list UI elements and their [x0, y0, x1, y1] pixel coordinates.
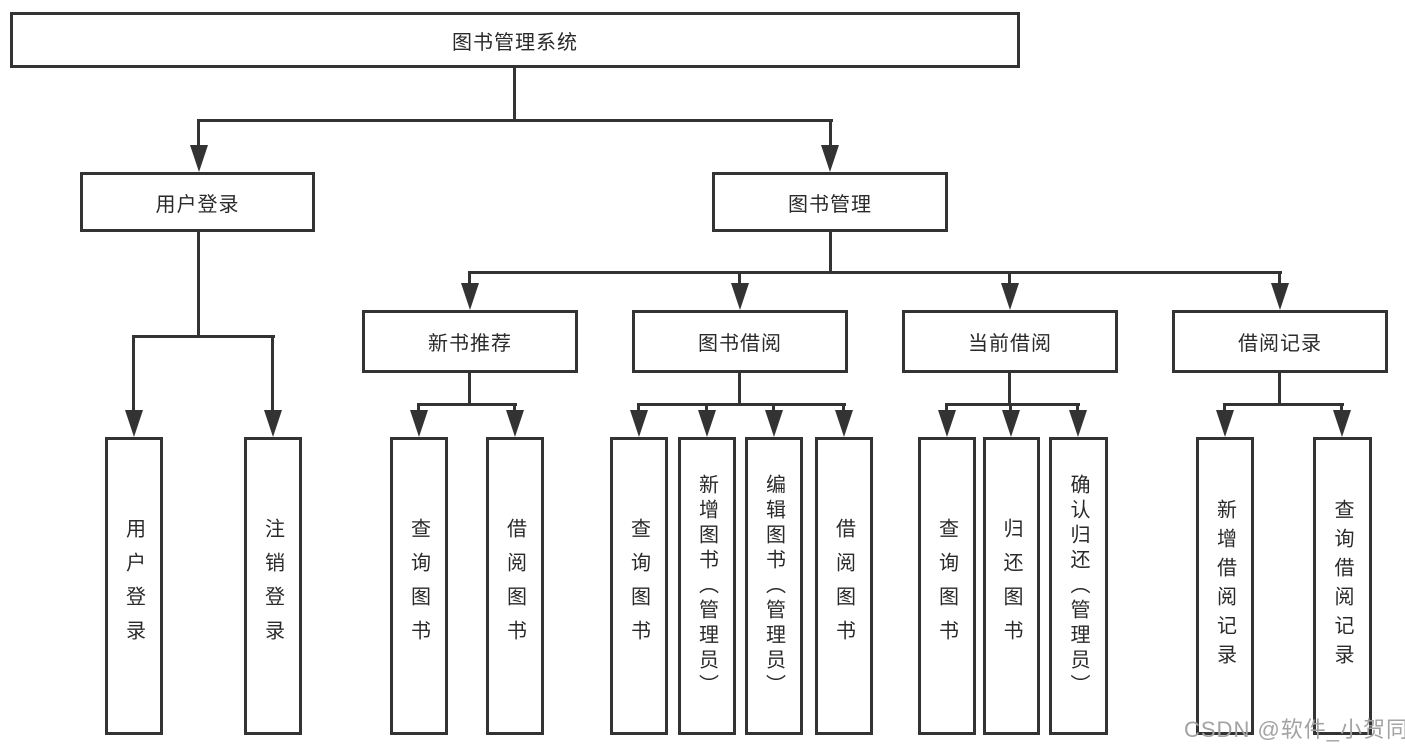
csdn-watermark: CSDN @软件_小贺同学	[1184, 717, 1405, 742]
connector-book-mgmt-drop	[829, 119, 832, 148]
arrowhead-down-icon	[190, 145, 208, 172]
connector-drop	[132, 335, 135, 413]
leaf-add-books-admin: 新增图书（管理员）	[678, 437, 736, 735]
leaf-label: 确认归还（管理员）	[1067, 473, 1089, 699]
connector-drop	[1278, 271, 1281, 285]
connector-stem	[1278, 371, 1281, 406]
node-book-borrow-label: 图书借阅	[698, 333, 782, 355]
node-borrow-records: 借阅记录	[1172, 310, 1388, 373]
node-new-book-rec-label: 新书推荐	[428, 333, 512, 355]
connector-drop	[417, 403, 420, 413]
connector-drop	[705, 403, 708, 413]
arrowhead-down-icon	[1002, 410, 1020, 437]
connector-drop	[1223, 403, 1226, 413]
connector-drop	[1008, 271, 1011, 285]
connector-stem	[738, 371, 741, 406]
leaf-logout: 注销登录	[244, 437, 302, 735]
connector-drop	[945, 403, 948, 413]
connector-drop	[1340, 403, 1343, 413]
connector-drop	[637, 403, 640, 413]
leaf-confirm-return-admin: 确认归还（管理员）	[1049, 437, 1108, 735]
node-book-mgmt: 图书管理	[712, 172, 948, 232]
leaf-label: 查询图书	[627, 518, 650, 654]
leaf-query-books: 查询图书	[610, 437, 668, 735]
node-root-label: 图书管理系统	[452, 31, 578, 54]
node-user-login-label: 用户登录	[155, 193, 240, 216]
leaf-label: 编辑图书（管理员）	[762, 473, 785, 699]
connector-drop	[772, 403, 775, 413]
arrowhead-down-icon	[461, 283, 479, 310]
leaf-borrow-books-rec: 借阅图书	[486, 437, 544, 735]
arrowhead-down-icon	[630, 410, 648, 437]
leaf-label: 注销登录	[261, 518, 284, 654]
arrowhead-down-icon	[765, 410, 783, 437]
leaf-label: 查询图书	[935, 518, 958, 654]
arrowhead-down-icon	[731, 283, 749, 310]
arrowhead-down-icon	[264, 410, 282, 437]
arrowhead-down-icon	[835, 410, 853, 437]
arrowhead-down-icon	[1216, 410, 1234, 437]
arrowhead-down-icon	[506, 410, 524, 437]
leaf-return-books: 归还图书	[983, 437, 1040, 735]
connector-rail	[417, 403, 517, 406]
node-new-book-rec: 新书推荐	[362, 310, 578, 373]
leaf-label: 借阅图书	[832, 518, 855, 654]
leaf-label: 归还图书	[1000, 518, 1022, 654]
connector-user-login-stem	[197, 232, 200, 338]
leaf-add-borrow-record: 新增借阅记录	[1196, 437, 1254, 735]
leaf-query-books-rec: 查询图书	[390, 437, 448, 735]
connector-drop	[468, 271, 471, 285]
node-book-mgmt-label: 图书管理	[788, 193, 872, 216]
leaf-query-books-current: 查询图书	[918, 437, 976, 735]
arrowhead-down-icon	[1333, 410, 1351, 437]
connector-root-stem	[513, 67, 516, 122]
leaf-label: 新增图书（管理员）	[695, 473, 718, 699]
connector-drop	[1009, 403, 1012, 413]
leaf-label: 借阅图书	[503, 518, 526, 654]
leaf-query-borrow-record: 查询借阅记录	[1313, 437, 1372, 735]
connector-book-mgmt-stem	[829, 232, 832, 274]
connector-drop	[1076, 403, 1079, 413]
connector-drop	[842, 403, 845, 413]
leaf-label: 查询借阅记录	[1331, 499, 1353, 673]
node-current-borrow-label: 当前借阅	[968, 333, 1052, 355]
node-user-login: 用户登录	[80, 172, 315, 232]
arrowhead-down-icon	[1001, 283, 1019, 310]
leaf-label: 新增借阅记录	[1213, 499, 1236, 673]
leaf-user-login: 用户登录	[105, 437, 163, 735]
connector-drop	[738, 271, 741, 285]
node-book-borrow: 图书借阅	[632, 310, 848, 373]
connector-rail	[1223, 403, 1344, 406]
connector-stem	[1008, 371, 1011, 406]
connector-drop	[513, 403, 516, 413]
connector-level3-rail	[468, 271, 1282, 274]
node-borrow-records-label: 借阅记录	[1238, 333, 1322, 355]
leaf-borrow-books: 借阅图书	[815, 437, 873, 735]
connector-rail	[637, 403, 846, 406]
node-root: 图书管理系统	[10, 12, 1020, 68]
arrowhead-down-icon	[938, 410, 956, 437]
leaf-label: 查询图书	[407, 518, 430, 654]
connector-user-login-drop	[197, 119, 200, 148]
connector-rail	[945, 403, 1080, 406]
node-current-borrow: 当前借阅	[902, 310, 1118, 373]
arrowhead-down-icon	[1069, 410, 1087, 437]
arrowhead-down-icon	[821, 145, 839, 172]
arrowhead-down-icon	[410, 410, 428, 437]
connector-level2-rail	[197, 119, 833, 122]
connector-user-login-rail	[132, 335, 275, 338]
arrowhead-down-icon	[1271, 283, 1289, 310]
arrowhead-down-icon	[125, 410, 143, 437]
connector-drop	[271, 335, 274, 413]
connector-stem	[468, 371, 471, 406]
leaf-label: 用户登录	[122, 518, 145, 654]
leaf-edit-books-admin: 编辑图书（管理员）	[745, 437, 803, 735]
arrowhead-down-icon	[698, 410, 716, 437]
